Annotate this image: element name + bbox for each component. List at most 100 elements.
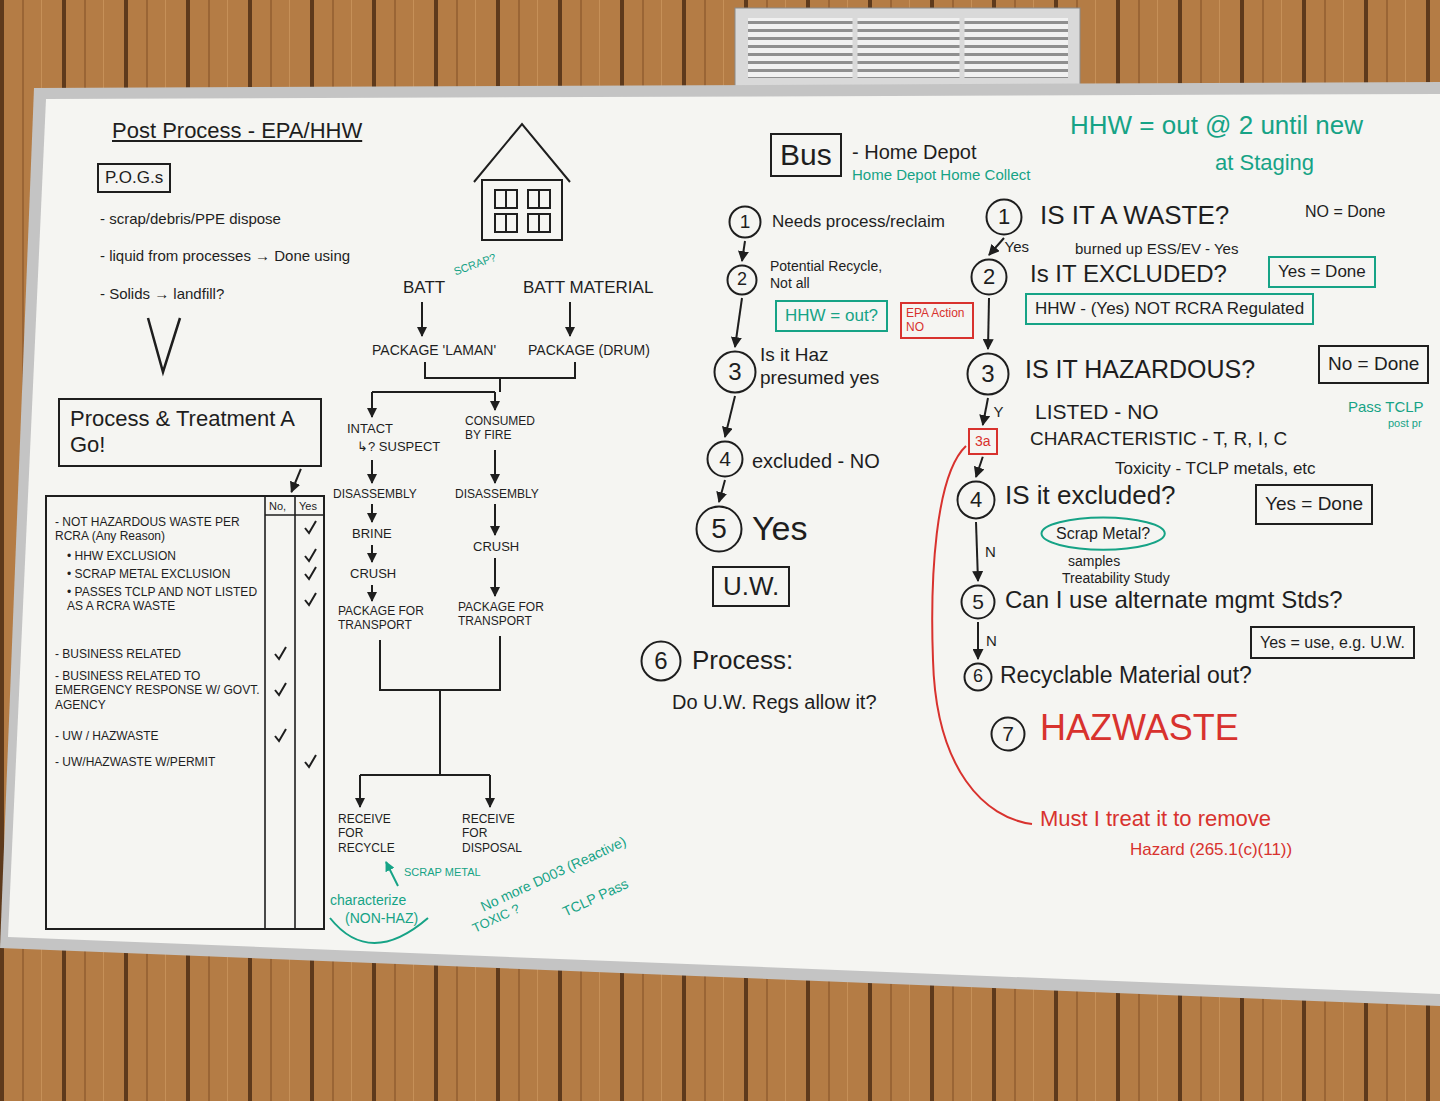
battery-flow-arrows [360, 774, 490, 776]
label-anchor: PACKAGE 'LAMAN' [372, 342, 496, 359]
label-anchor: ↳? SUSPECT [357, 439, 440, 455]
whiteboard-note: Hazard (265.1(c)(11)) [1130, 840, 1292, 860]
box-text: EPA Action NO [906, 306, 968, 335]
step-number-circle: 5 [960, 584, 996, 620]
label-anchor: SCRAP METAL [404, 866, 481, 879]
circle-outline [972, 260, 1007, 295]
whiteboard-note: - Home Depot [852, 140, 977, 164]
whiteboard-note: - liquid from processes → Done using [100, 247, 350, 265]
box-text: Bus [780, 137, 832, 173]
whiteboard-note: post pr [1388, 417, 1422, 430]
status-box: HHW = out? [775, 300, 888, 332]
step-number: 3 [981, 360, 994, 389]
step-number: 3 [728, 358, 741, 387]
cell-anchor: - UW/HAZWASTE W/PERMIT [55, 755, 215, 769]
checklist-item: - BUSINESS RELATED [55, 647, 181, 661]
box-text: 3a [975, 433, 991, 450]
label-anchor: Treatability Study [1062, 570, 1170, 587]
label-anchor: Hazard (265.1(c)(11)) [1130, 840, 1292, 860]
air-vent [748, 18, 1068, 78]
check-mark [305, 755, 316, 767]
edge-label-anchor: N [985, 543, 996, 561]
flow-arrow [988, 298, 989, 349]
green-annotation-marks [386, 862, 398, 886]
step-number: 2 [737, 269, 747, 291]
checklist-item: • PASSES TCLP AND NOT LISTED AS A RCRA W… [67, 585, 263, 614]
house-sketch [482, 180, 562, 240]
outcome-box: No = Done [1318, 345, 1429, 384]
step-number-circle: 2 [726, 264, 758, 296]
whiteboard-note: NO = Done [1305, 202, 1385, 221]
label-anchor: characterize [330, 892, 406, 909]
battery-flow-arrows [439, 690, 441, 775]
circle-outline [965, 664, 992, 691]
air-vent [735, 8, 1080, 88]
whiteboard-note: Recyclable Material out? [1000, 662, 1252, 690]
label-anchor: Is it Haz presumed yes [760, 344, 885, 390]
label-anchor: PACKAGE (DRUM) [528, 342, 650, 359]
house-sketch [505, 214, 507, 232]
whiteboard-note: HHW = out @ 2 until new [1070, 110, 1363, 141]
edge-label: Yes [1005, 238, 1029, 256]
battery-flow-arrows [494, 504, 496, 535]
label-anchor: PACKAGE FOR TRANSPORT [338, 604, 433, 633]
whiteboard-note: Do U.W. Regs allow it? [672, 690, 877, 714]
label-anchor: excluded - NO [752, 449, 880, 473]
step-number-circle: 4 [706, 440, 744, 478]
label-anchor: CRUSH [350, 566, 396, 582]
step-number: 2 [983, 264, 995, 290]
air-vent [853, 18, 858, 78]
box-text: P.O.G.s [105, 168, 163, 188]
whiteboard-note: DISASSEMBLY [333, 487, 417, 501]
box-text: Yes = use, e.g. U.W. [1260, 633, 1405, 652]
label-anchor: samples [1068, 553, 1120, 570]
whiteboard-note: LISTED - NO [1035, 399, 1159, 424]
label-anchor: Is IT EXCLUDED? [1030, 260, 1227, 289]
oval-outline-shape [1042, 518, 1165, 550]
battery-flow-arrows [380, 636, 500, 690]
outcome-box: Yes = use, e.g. U.W. [1250, 626, 1415, 659]
edge-label: Y [993, 403, 1003, 421]
whiteboard-note: SCRAP? [452, 251, 498, 278]
boxed-heading: P.O.G.s [97, 163, 171, 193]
checklist-item: No, [269, 500, 286, 513]
step-number-circle: 2 [970, 258, 1008, 296]
box-text: No = Done [1328, 353, 1419, 376]
whiteboard-note: Process: [692, 645, 793, 676]
whiteboard-note: Needs process/reclaim [772, 212, 945, 232]
label-anchor: burned up ESS/EV - Yes [1075, 240, 1238, 258]
circle-outline [968, 354, 1009, 395]
label-anchor: Toxicity - TCLP metals, etc [1115, 459, 1316, 479]
label-anchor: IS IT A WASTE? [1040, 200, 1229, 231]
outcome-box: Yes = Done [1268, 256, 1376, 288]
whiteboard-note: Toxicity - TCLP metals, etc [1115, 459, 1316, 479]
battery-flow-arrows [359, 775, 361, 807]
label-anchor: DISASSEMBLY [455, 487, 539, 501]
label-anchor: NO = Done [1305, 202, 1385, 221]
cell-anchor: - NOT HAZARDOUS WASTE PER RCRA (Any Reas… [55, 515, 263, 544]
whiteboard-note: Post Process - EPA/HHW [112, 118, 362, 144]
house-sketch [528, 190, 550, 208]
circle-outline [730, 207, 761, 238]
step-number: 6 [654, 647, 667, 676]
air-vent [735, 8, 1080, 88]
edge-label: N [985, 543, 996, 561]
label-anchor: Potential Recycle, Not all [770, 258, 895, 292]
outcome-box: Yes = Done [1255, 484, 1373, 525]
battery-flow-arrows [371, 392, 373, 417]
house-sketch [495, 214, 517, 232]
whiteboard-note: Treatability Study [1062, 570, 1170, 587]
battery-flow-arrows [494, 558, 496, 596]
circle-outline [715, 352, 756, 393]
circle-outline [962, 586, 995, 619]
label-anchor: Can I use alternate mgmt Stds? [1005, 586, 1343, 615]
edge-label: N [986, 632, 997, 650]
whiteboard-note: INTACT [347, 421, 393, 437]
label-anchor: Needs process/reclaim [772, 212, 945, 232]
label-anchor: Pass TCLP [1348, 398, 1424, 416]
whiteboard-note: Yes [752, 508, 807, 549]
label-anchor: Home Depot Home Collect [852, 166, 1030, 184]
label-anchor: PACKAGE FOR TRANSPORT [458, 600, 553, 629]
step-number-circle: 5 [695, 505, 743, 553]
